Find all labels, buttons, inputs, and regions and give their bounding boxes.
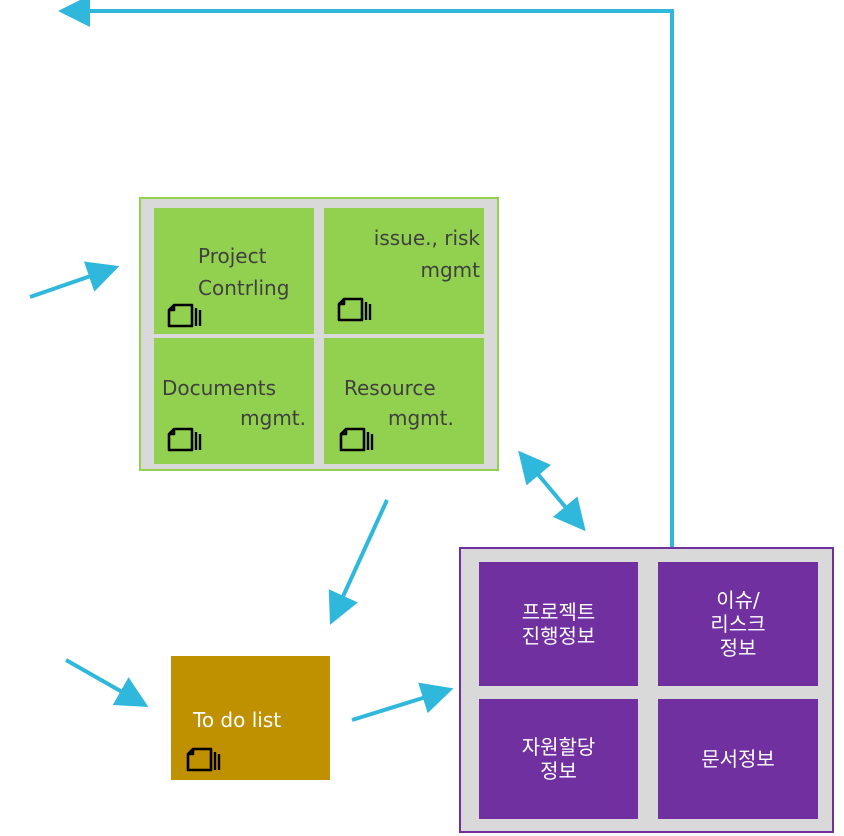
documents-tile: Documents mgmt. xyxy=(154,338,314,464)
project-progress-line2: 진행정보 xyxy=(521,624,596,648)
project-progress-info-tile: 프로젝트 진행정보 xyxy=(479,562,638,686)
documents-icon xyxy=(167,303,202,328)
issue-risk-info-line3: 정보 xyxy=(719,636,757,660)
modules-info-bidirectional-arrow xyxy=(518,450,586,532)
project-progress-line1: 프로젝트 xyxy=(521,600,596,624)
resource-alloc-line1: 자원할당 xyxy=(521,735,596,759)
issue-risk-line2: mgmt xyxy=(420,258,480,282)
documents-icon xyxy=(339,427,374,452)
input-arrow-modules xyxy=(29,261,120,299)
issue-risk-line1: issue., risk xyxy=(373,226,480,250)
document-info-tile: 문서정보 xyxy=(658,699,818,819)
todo-list-box: To do list xyxy=(171,656,330,780)
documents-icon xyxy=(186,747,221,772)
feedback-arrow xyxy=(58,0,674,548)
issue-risk-info-line1: 이슈/ xyxy=(716,588,760,612)
resource-line1: Resource xyxy=(344,376,436,400)
documents-icon xyxy=(337,297,372,322)
resource-tile: Resource mgmt. xyxy=(324,338,484,464)
documents-icon xyxy=(167,427,202,452)
issue-risk-tile: issue., risk mgmt xyxy=(324,208,484,334)
resource-line2: mgmt. xyxy=(388,406,454,430)
documents-line1: Documents xyxy=(162,376,277,400)
issue-risk-info-tile: 이슈/ 리스크 정보 xyxy=(658,562,818,686)
todo-list-label: To do list xyxy=(193,708,282,732)
todo-to-info-arrow xyxy=(351,682,454,722)
modules-to-todo-arrow xyxy=(328,499,389,625)
project-control-line1: Project xyxy=(198,244,267,268)
project-control-tile: Project Contrling xyxy=(154,208,314,334)
documents-line2: mgmt. xyxy=(240,406,306,430)
resource-alloc-line2: 정보 xyxy=(540,759,577,783)
document-info-line1: 문서정보 xyxy=(701,747,775,771)
resource-alloc-info-tile: 자원할당 정보 xyxy=(479,699,638,819)
input-arrow-todo xyxy=(65,658,149,707)
issue-risk-info-line2: 리스크 xyxy=(710,612,766,636)
project-control-line2: Contrling xyxy=(198,276,290,300)
